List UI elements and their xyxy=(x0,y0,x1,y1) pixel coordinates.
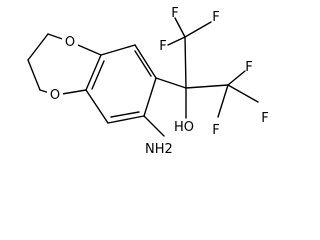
fluorine-label: F xyxy=(212,123,219,138)
fluorine-label: F xyxy=(261,111,268,126)
chemical-structure: O O F F F F F F HO NH2 xyxy=(27,6,269,157)
atom-labels: O O F F F F F F HO NH2 xyxy=(47,6,269,157)
fluorine-label: F xyxy=(171,6,178,21)
fluorine-label: F xyxy=(212,10,219,25)
fluorine-label: F xyxy=(245,60,252,75)
fluorine-label: F xyxy=(159,39,166,54)
hydroxyl-label: HO xyxy=(174,120,194,135)
ring-oxygen-top: O xyxy=(65,35,75,50)
amine-label: NH2 xyxy=(145,142,173,157)
ring-oxygen-bottom: O xyxy=(50,88,60,103)
